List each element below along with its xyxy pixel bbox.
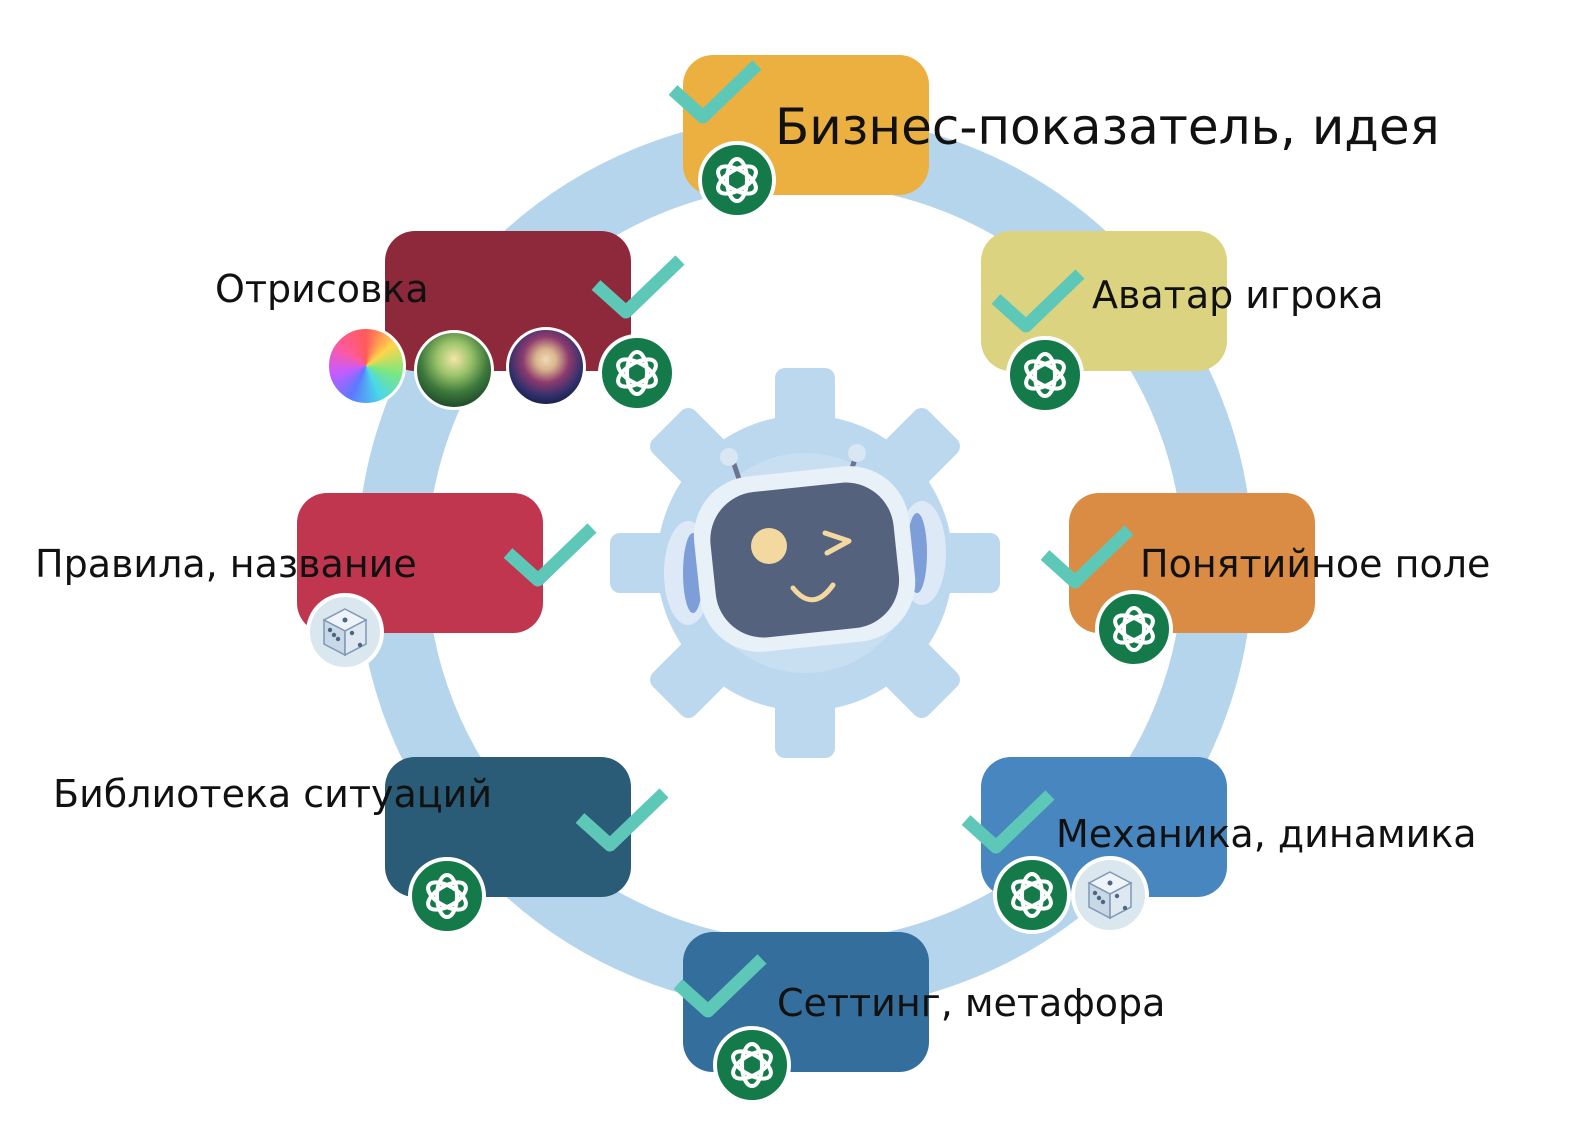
chatgpt-icon [1006,336,1084,414]
stage-label-concept: Понятийное поле [1140,542,1491,586]
forest-image-icon [414,330,494,410]
chatgpt-icon [598,334,676,412]
stage-label-mechanics: Механика, динамика [1056,812,1477,856]
dice-icon [306,593,384,671]
wizard-image-icon [506,327,586,407]
stage-label-business: Бизнес-показатель, идея [775,98,1440,156]
stage-label-rules: Правила, название [35,542,417,586]
check-icon [503,523,597,587]
chatgpt-icon [698,141,776,219]
chatgpt-icon [1095,590,1173,668]
check-icon [673,954,767,1018]
dice-icon [1071,856,1149,934]
color-wheel-icon [326,326,406,406]
check-icon [1040,525,1134,589]
chatgpt-icon [993,856,1071,934]
check-icon [961,790,1055,854]
stage-label-library: Библиотека ситуаций [53,772,493,816]
chatgpt-icon [408,857,486,935]
stage-label-drawing: Отрисовка [215,267,429,311]
stage-label-setting: Сеттинг, метафора [777,981,1166,1025]
stage-label-avatar: Аватар игрока [1092,273,1384,317]
chatgpt-icon [713,1026,791,1104]
check-icon [668,60,762,124]
check-icon [991,269,1085,333]
check-icon [575,788,669,852]
robot-gear-icon [610,368,1000,758]
check-icon [591,255,685,319]
